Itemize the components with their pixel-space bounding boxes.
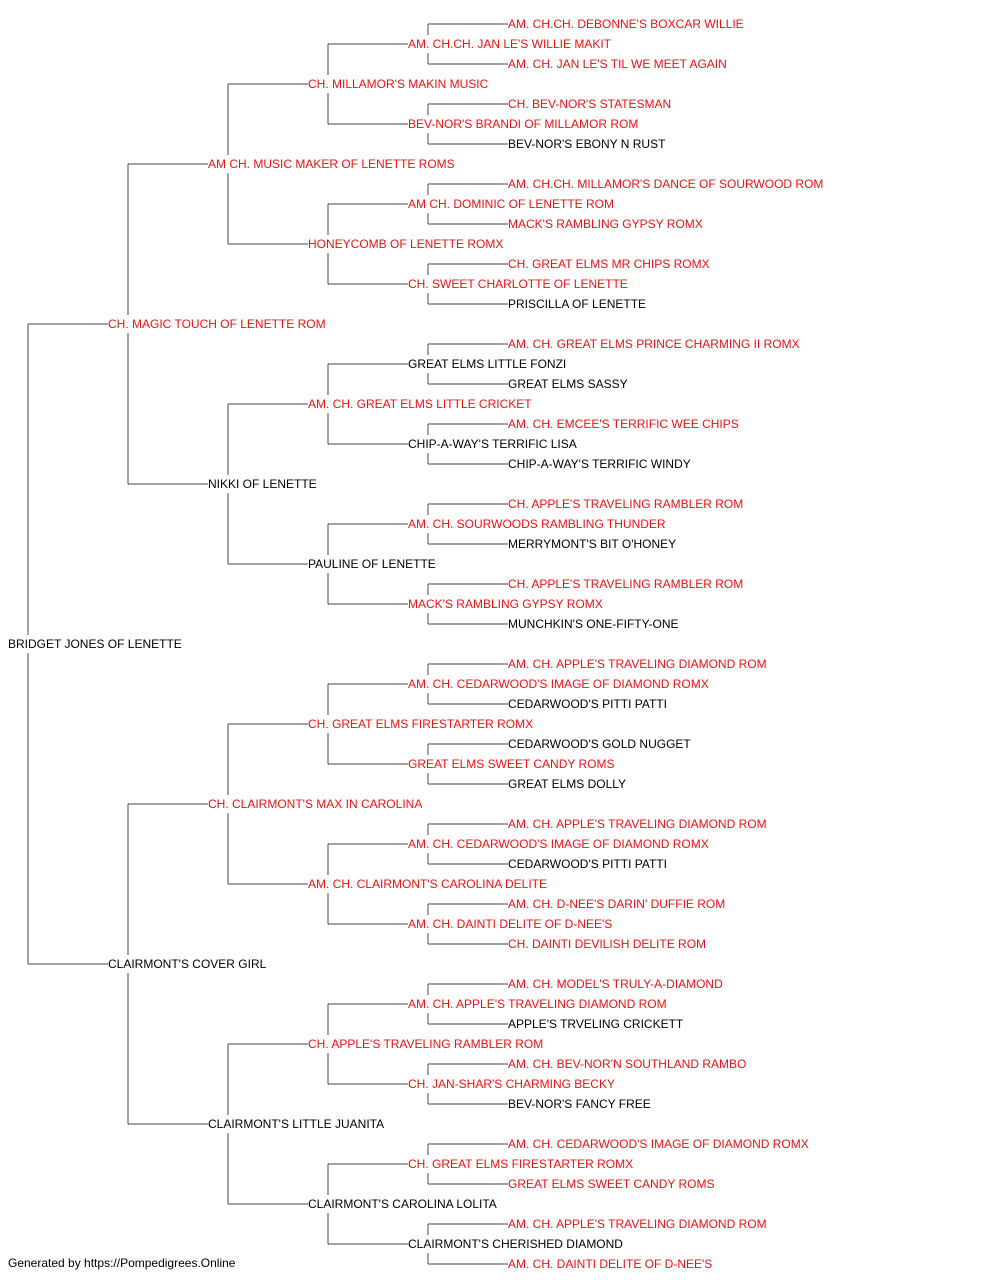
dog-name-subject-dam-dam-dam-dam: CLAIRMONT'S CHERISHED DIAMOND bbox=[408, 1237, 623, 1251]
dog-name-subject-sire-dam-dam-sire: AM. CH. SOURWOODS RAMBLING THUNDER bbox=[408, 517, 666, 531]
dog-name-subject-sire-sire-sire-sire-dam: AM. CH. JAN LE'S TIL WE MEET AGAIN bbox=[508, 57, 727, 71]
dog-name-subject-sire: CH. MAGIC TOUCH OF LENETTE ROM bbox=[108, 317, 326, 331]
dog-name-subject-dam-dam-sire: CH. APPLE'S TRAVELING RAMBLER ROM bbox=[308, 1037, 543, 1051]
dog-name-subject-dam-dam-sire-sire-sire: AM. CH. MODEL'S TRULY-A-DIAMOND bbox=[508, 977, 723, 991]
dog-name-subject-sire-dam-sire: AM. CH. GREAT ELMS LITTLE CRICKET bbox=[308, 397, 532, 411]
dog-name-subject-dam-sire: CH. CLAIRMONT'S MAX IN CAROLINA bbox=[208, 797, 422, 811]
dog-name-subject-dam-sire-sire-sire: AM. CH. CEDARWOOD'S IMAGE OF DIAMOND ROM… bbox=[408, 677, 709, 691]
dog-name-subject-sire-sire-sire-dam: BEV-NOR'S BRANDI OF MILLAMOR ROM bbox=[408, 117, 638, 131]
dog-name-subject-sire-dam-dam-dam: MACK'S RAMBLING GYPSY ROMX bbox=[408, 597, 603, 611]
dog-name-subject-dam-sire-sire: CH. GREAT ELMS FIRESTARTER ROMX bbox=[308, 717, 533, 731]
dog-name-subject-sire-sire-sire: CH. MILLAMOR'S MAKIN MUSIC bbox=[308, 77, 489, 91]
dog-name-subject: BRIDGET JONES OF LENETTE bbox=[8, 637, 182, 651]
dog-name-subject-dam-dam-dam-dam-dam: AM. CH. DAINTI DELITE OF D-NEE'S bbox=[508, 1257, 712, 1271]
dog-name-subject-dam-sire-dam-sire-dam: CEDARWOOD'S PITTI PATTI bbox=[508, 857, 667, 871]
dog-name-subject-sire-sire-dam: HONEYCOMB OF LENETTE ROMX bbox=[308, 237, 503, 251]
dog-name-subject-sire-dam-dam-sire-dam: MERRYMONT'S BIT O'HONEY bbox=[508, 537, 676, 551]
dog-name-subject-sire-sire-dam-dam-dam: PRISCILLA OF LENETTE bbox=[508, 297, 646, 311]
dog-name-subject-dam-sire-sire-dam: GREAT ELMS SWEET CANDY ROMS bbox=[408, 757, 614, 771]
dog-name-subject-dam-dam-dam-sire-dam: GREAT ELMS SWEET CANDY ROMS bbox=[508, 1177, 714, 1191]
dog-name-subject-dam-dam-dam-sire: CH. GREAT ELMS FIRESTARTER ROMX bbox=[408, 1157, 633, 1171]
dog-name-subject-sire-dam-dam-dam-dam: MUNCHKIN'S ONE-FIFTY-ONE bbox=[508, 617, 679, 631]
dog-name-subject-sire-sire-dam-sire: AM CH. DOMINIC OF LENETTE ROM bbox=[408, 197, 614, 211]
dog-name-subject-sire-sire: AM CH. MUSIC MAKER OF LENETTE ROMS bbox=[208, 157, 455, 171]
dog-name-subject-sire-sire-dam-sire-dam: MACK'S RAMBLING GYPSY ROMX bbox=[508, 217, 703, 231]
dog-name-subject-dam-dam-sire-dam: CH. JAN-SHAR'S CHARMING BECKY bbox=[408, 1077, 615, 1091]
dog-name-subject-sire-sire-sire-sire: AM. CH.CH. JAN LE'S WILLIE MAKIT bbox=[408, 37, 612, 51]
generated-by-footer: Generated by https://Pompedigrees.Online bbox=[8, 1256, 236, 1270]
dog-name-subject-dam-dam-dam-sire-sire: AM. CH. CEDARWOOD'S IMAGE OF DIAMOND ROM… bbox=[508, 1137, 809, 1151]
dog-name-subject-dam-dam-sire-sire: AM. CH. APPLE'S TRAVELING DIAMOND ROM bbox=[408, 997, 667, 1011]
dog-name-subject-sire-dam-sire-dam-sire: AM. CH. EMCEE'S TERRIFIC WEE CHIPS bbox=[508, 417, 739, 431]
dog-name-subject-dam-sire-dam-dam: AM. CH. DAINTI DELITE OF D-NEE'S bbox=[408, 917, 612, 931]
dog-name-subject-dam-sire-dam: AM. CH. CLAIRMONT'S CAROLINA DELITE bbox=[308, 877, 547, 891]
dog-name-subject-dam-sire-dam-dam-sire: AM. CH. D-NEE'S DARIN' DUFFIE ROM bbox=[508, 897, 725, 911]
dog-name-subject-sire-dam-dam: PAULINE OF LENETTE bbox=[308, 557, 436, 571]
dog-name-subject-sire-sire-sire-dam-sire: CH. BEV-NOR'S STATESMAN bbox=[508, 97, 671, 111]
dog-name-subject-sire-dam-sire-sire-dam: GREAT ELMS SASSY bbox=[508, 377, 628, 391]
dog-name-subject-sire-dam: NIKKI OF LENETTE bbox=[208, 477, 317, 491]
dog-name-subject-sire-dam-sire-sire: GREAT ELMS LITTLE FONZI bbox=[408, 357, 566, 371]
dog-name-subject-dam-sire-dam-sire: AM. CH. CEDARWOOD'S IMAGE OF DIAMOND ROM… bbox=[408, 837, 709, 851]
dog-name-subject-dam-sire-sire-dam-dam: GREAT ELMS DOLLY bbox=[508, 777, 626, 791]
dog-name-subject-dam-dam: CLAIRMONT'S LITTLE JUANITA bbox=[208, 1117, 384, 1131]
dog-name-subject-sire-sire-sire-dam-dam: BEV-NOR'S EBONY N RUST bbox=[508, 137, 666, 151]
dog-name-subject-sire-dam-dam-sire-sire: CH. APPLE'S TRAVELING RAMBLER ROM bbox=[508, 497, 743, 511]
dog-name-subject-dam-sire-sire-dam-sire: CEDARWOOD'S GOLD NUGGET bbox=[508, 737, 691, 751]
dog-name-subject-dam-dam-sire-sire-dam: APPLE'S TRVELING CRICKETT bbox=[508, 1017, 684, 1031]
dog-name-subject-sire-dam-sire-dam: CHIP-A-WAY'S TERRIFIC LISA bbox=[408, 437, 577, 451]
dog-name-subject-dam-sire-dam-dam-dam: CH. DAINTI DEVILISH DELITE ROM bbox=[508, 937, 706, 951]
dog-name-subject-dam-sire-sire-sire-dam: CEDARWOOD'S PITTI PATTI bbox=[508, 697, 667, 711]
dog-name-subject-sire-sire-dam-sire-sire: AM. CH.CH. MILLAMOR'S DANCE OF SOURWOOD … bbox=[508, 177, 823, 191]
dog-name-subject-dam-dam-sire-dam-sire: AM. CH. BEV-NOR'N SOUTHLAND RAMBO bbox=[508, 1057, 746, 1071]
dog-name-subject-dam-dam-dam: CLAIRMONT'S CAROLINA LOLITA bbox=[308, 1197, 497, 1211]
dog-name-subject-sire-sire-dam-dam-sire: CH. GREAT ELMS MR CHIPS ROMX bbox=[508, 257, 710, 271]
dog-name-subject-dam-sire-sire-sire-sire: AM. CH. APPLE'S TRAVELING DIAMOND ROM bbox=[508, 657, 767, 671]
dog-name-subject-sire-dam-sire-dam-dam: CHIP-A-WAY'S TERRIFIC WINDY bbox=[508, 457, 691, 471]
dog-name-subject-dam-dam-dam-dam-sire: AM. CH. APPLE'S TRAVELING DIAMOND ROM bbox=[508, 1217, 767, 1231]
dog-name-subject-dam-dam-sire-dam-dam: BEV-NOR'S FANCY FREE bbox=[508, 1097, 651, 1111]
dog-name-subject-sire-sire-sire-sire-sire: AM. CH.CH. DEBONNE'S BOXCAR WILLIE bbox=[508, 17, 744, 31]
dog-name-subject-sire-dam-sire-sire-sire: AM. CH. GREAT ELMS PRINCE CHARMING II RO… bbox=[508, 337, 800, 351]
dog-name-subject-dam-sire-dam-sire-sire: AM. CH. APPLE'S TRAVELING DIAMOND ROM bbox=[508, 817, 767, 831]
dog-name-subject-sire-sire-dam-dam: CH. SWEET CHARLOTTE OF LENETTE bbox=[408, 277, 628, 291]
dog-name-subject-dam: CLAIRMONT'S COVER GIRL bbox=[108, 957, 267, 971]
dog-name-subject-sire-dam-dam-dam-sire: CH. APPLE'S TRAVELING RAMBLER ROM bbox=[508, 577, 743, 591]
